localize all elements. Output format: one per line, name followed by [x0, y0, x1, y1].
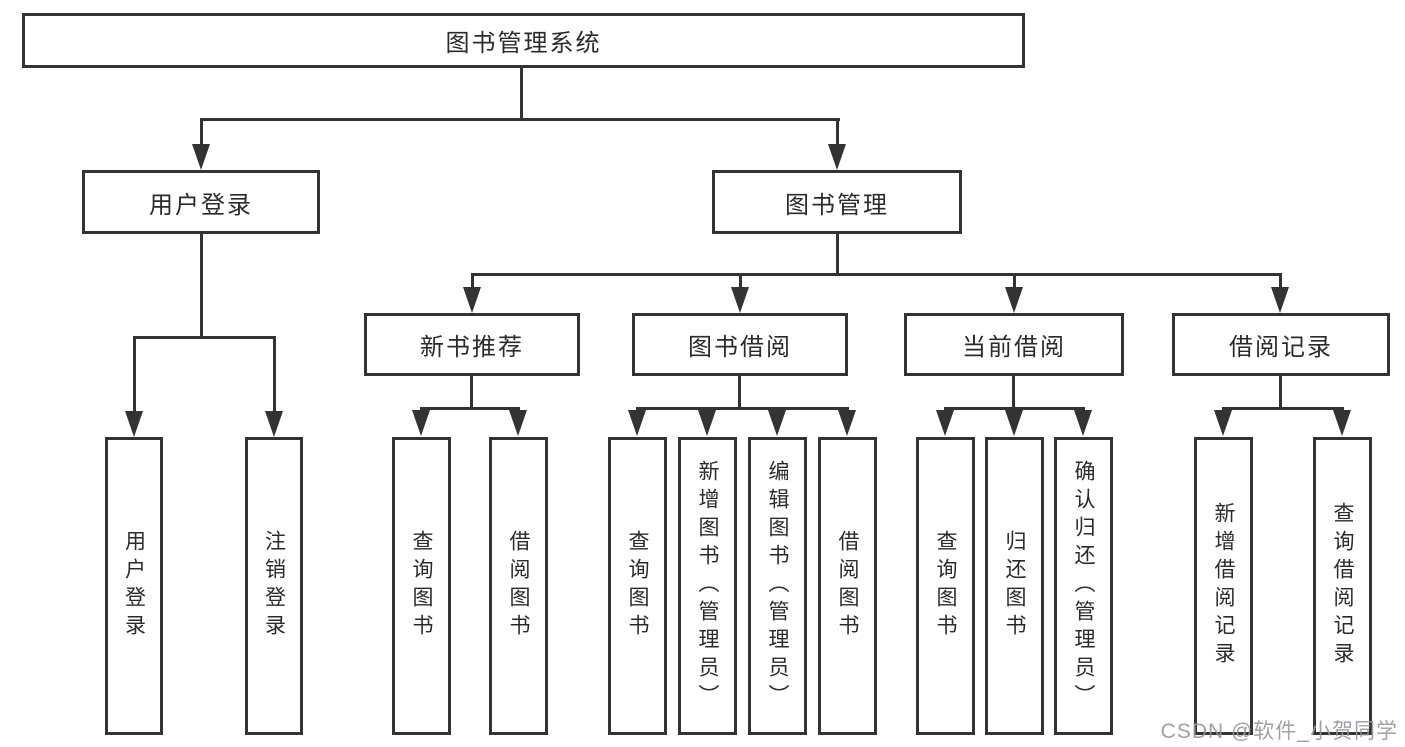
- leaf-confirm-return-admin: 确认归还（管理员）: [1054, 437, 1113, 735]
- connector-user-login-rail: [133, 336, 276, 339]
- leaf-label: 归还图书: [1003, 530, 1026, 642]
- connector-drop-level3: [739, 273, 742, 289]
- arrow-down: [1005, 287, 1023, 313]
- arrow-down: [1271, 287, 1289, 313]
- node-label: 借阅记录: [1229, 334, 1333, 361]
- arrow-down: [192, 144, 210, 170]
- connector-drop-leaf: [273, 336, 276, 412]
- node-label: 用户登录: [149, 191, 253, 219]
- connector-rail: [420, 407, 520, 410]
- leaf-label: 查询图书: [626, 530, 649, 642]
- leaf-label: 查询借阅记录: [1331, 502, 1354, 670]
- arrow-down: [463, 287, 481, 313]
- connector-drop-level3: [1013, 273, 1016, 289]
- connector-rail: [1222, 407, 1344, 410]
- leaf-borrow-book-borrow: 借阅图书: [818, 437, 877, 735]
- connector-user-login-stem: [200, 233, 203, 339]
- node-label: 当前借阅: [962, 334, 1066, 361]
- leaf-add-borrow-record: 新增借阅记录: [1194, 437, 1253, 735]
- node-label: 新书推荐: [420, 334, 524, 361]
- arrow-down: [412, 410, 430, 436]
- arrow-down: [1005, 410, 1023, 436]
- connector-level3-rail: [471, 273, 1282, 276]
- arrow-down: [509, 410, 527, 436]
- csdn-watermark: CSDN @软件_小贺同学: [1160, 720, 1398, 743]
- arrow-down: [768, 410, 786, 436]
- leaf-logout: 注销登录: [245, 437, 303, 735]
- leaf-return-book: 归还图书: [985, 437, 1044, 735]
- connector-drop-level3: [471, 273, 474, 289]
- node-label: 图书借阅: [688, 334, 792, 361]
- leaf-user-login: 用户登录: [105, 437, 163, 735]
- leaf-borrow-book-newbook: 借阅图书: [489, 437, 548, 735]
- leaf-label: 确认归还（管理员）: [1072, 460, 1095, 712]
- arrow-down: [265, 411, 283, 437]
- arrow-down: [936, 410, 954, 436]
- leaf-query-book-current: 查询图书: [916, 437, 975, 735]
- node-book-management: 图书管理: [712, 170, 962, 234]
- arrow-down: [1214, 410, 1232, 436]
- node-current-borrow: 当前借阅: [904, 313, 1124, 376]
- node-label: 图书管理系统: [445, 30, 602, 57]
- connector-rail: [944, 407, 1085, 410]
- node-user-login: 用户登录: [82, 170, 320, 234]
- arrow-down: [125, 411, 143, 437]
- leaf-query-book-borrow: 查询图书: [608, 437, 667, 735]
- leaf-label: 新增借阅记录: [1212, 502, 1235, 670]
- node-book-borrow: 图书借阅: [632, 313, 848, 376]
- leaf-label: 注销登录: [262, 530, 286, 642]
- leaf-label: 编辑图书（管理员）: [766, 460, 789, 712]
- leaf-query-book-newbook: 查询图书: [392, 437, 451, 735]
- leaf-label: 借阅图书: [507, 530, 530, 642]
- connector-drop-level3: [1279, 273, 1282, 289]
- leaf-edit-book-admin: 编辑图书（管理员）: [748, 437, 807, 735]
- connector-drop-user-login: [200, 118, 203, 148]
- connector-root-stem: [520, 67, 523, 121]
- node-new-book-recommend: 新书推荐: [364, 313, 580, 376]
- leaf-label: 借阅图书: [836, 530, 859, 642]
- leaf-label: 新增图书（管理员）: [696, 460, 719, 712]
- connector-drop-leaf: [133, 336, 136, 412]
- connector-rail: [636, 407, 849, 410]
- node-borrow-records: 借阅记录: [1172, 313, 1390, 376]
- connector-drop-book-mgmt: [836, 118, 839, 148]
- arrow-down: [731, 287, 749, 313]
- arrow-down: [1074, 410, 1092, 436]
- arrow-down: [1333, 410, 1351, 436]
- connector-stem: [470, 375, 473, 410]
- arrow-down: [828, 144, 846, 170]
- leaf-label: 用户登录: [122, 530, 146, 642]
- connector-stem: [1012, 375, 1015, 410]
- node-label: 图书管理: [785, 191, 889, 219]
- leaf-label: 查询图书: [410, 530, 433, 642]
- connector-book-mgmt-stem: [836, 233, 839, 276]
- leaf-label: 查询图书: [934, 530, 957, 642]
- leaf-add-book-admin: 新增图书（管理员）: [678, 437, 737, 735]
- connector-stem: [1279, 375, 1282, 410]
- arrow-down: [628, 410, 646, 436]
- leaf-query-borrow-record: 查询借阅记录: [1313, 437, 1372, 735]
- connector-stem: [738, 375, 741, 410]
- arrow-down: [698, 410, 716, 436]
- connector-level2-rail: [200, 118, 840, 121]
- node-library-system: 图书管理系统: [22, 13, 1025, 68]
- arrow-down: [838, 410, 856, 436]
